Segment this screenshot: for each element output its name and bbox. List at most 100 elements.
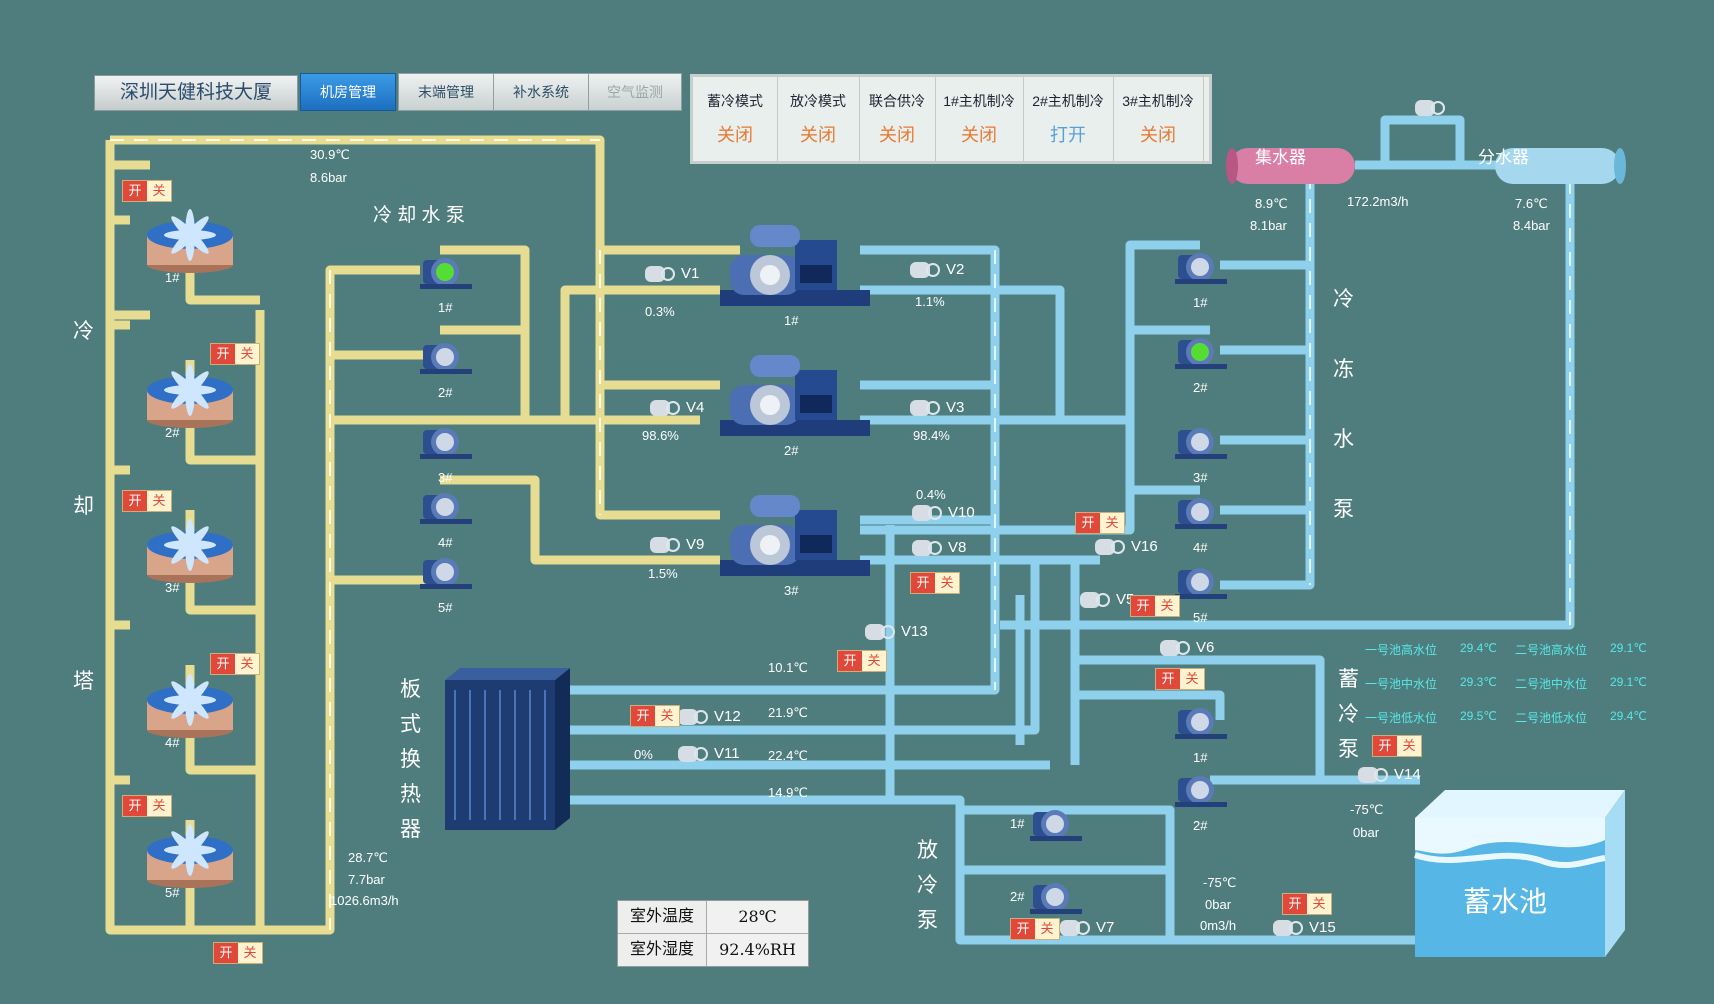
off-button[interactable]: 关 — [152, 798, 166, 813]
valve[interactable] — [645, 266, 675, 282]
tower-switch[interactable]: 开关 — [122, 795, 172, 817]
pump[interactable] — [1175, 253, 1227, 284]
off-button[interactable]: 关 — [152, 183, 166, 198]
off-button[interactable]: 关 — [1402, 738, 1416, 753]
on-button[interactable]: 开 — [911, 573, 935, 593]
off-button[interactable]: 关 — [1105, 515, 1119, 530]
mode-cell[interactable]: 联合供冷关闭 — [859, 77, 936, 161]
valve-switch[interactable]: 开关 — [1010, 918, 1060, 940]
pump[interactable] — [1175, 428, 1227, 459]
valve-switch[interactable]: 开关 — [1155, 668, 1205, 690]
tower-switch[interactable]: 开关 — [122, 180, 172, 202]
on-button[interactable]: 开 — [123, 796, 147, 816]
valve[interactable] — [650, 400, 680, 416]
valve[interactable] — [912, 505, 942, 521]
valve[interactable] — [1273, 920, 1303, 936]
chiller[interactable] — [720, 495, 870, 576]
tower-switch[interactable]: 开关 — [210, 343, 260, 365]
valve[interactable] — [1160, 640, 1190, 656]
v2-opening: 1.1% — [915, 294, 945, 309]
on-button[interactable]: 开 — [631, 706, 655, 726]
valve[interactable] — [1095, 539, 1125, 555]
valve-label: V12 — [714, 708, 741, 725]
pump[interactable] — [1175, 338, 1227, 369]
valve[interactable] — [910, 400, 940, 416]
off-button[interactable]: 关 — [1312, 896, 1326, 911]
pump[interactable] — [1030, 883, 1082, 914]
valve[interactable] — [1080, 592, 1110, 608]
off-button[interactable]: 关 — [240, 346, 254, 361]
valve-switch[interactable]: 开关 — [630, 705, 680, 727]
valve[interactable] — [1415, 100, 1445, 116]
off-button[interactable]: 关 — [1185, 671, 1199, 686]
chiller[interactable] — [720, 225, 870, 306]
valve-switch[interactable]: 开关 — [1130, 595, 1180, 617]
pump[interactable] — [1175, 708, 1227, 739]
cooling-tower[interactable] — [147, 209, 233, 273]
cooling-tower[interactable] — [147, 674, 233, 738]
off-button[interactable]: 关 — [1040, 921, 1054, 936]
on-button[interactable]: 开 — [123, 491, 147, 511]
valve[interactable] — [650, 537, 680, 553]
on-button[interactable]: 开 — [838, 651, 862, 671]
pump[interactable] — [420, 343, 472, 374]
off-button[interactable]: 关 — [867, 653, 881, 668]
valve[interactable] — [912, 540, 942, 556]
valve[interactable] — [1358, 767, 1388, 783]
mode-cell[interactable]: 放冷模式关闭 — [777, 77, 860, 161]
off-button[interactable]: 关 — [240, 656, 254, 671]
pump[interactable] — [420, 428, 472, 459]
off-button[interactable]: 关 — [1160, 598, 1174, 613]
tab-water-supply[interactable]: 补水系统 — [493, 73, 589, 111]
on-button[interactable]: 开 — [1011, 919, 1035, 939]
valve-switch[interactable]: 开关 — [910, 572, 960, 594]
on-button[interactable]: 开 — [1373, 736, 1397, 756]
on-button[interactable]: 开 — [211, 344, 235, 364]
off-button[interactable]: 关 — [243, 945, 257, 960]
on-button[interactable]: 开 — [1156, 669, 1180, 689]
cooling-tower[interactable] — [147, 519, 233, 583]
chiller[interactable] — [720, 355, 870, 436]
valve[interactable] — [910, 262, 940, 278]
pump[interactable] — [1175, 498, 1227, 529]
pump[interactable] — [420, 558, 472, 589]
pump[interactable] — [1175, 568, 1227, 599]
valve-switch[interactable]: 开关 — [1372, 735, 1422, 757]
on-button[interactable]: 开 — [1131, 596, 1155, 616]
off-button[interactable]: 关 — [660, 708, 674, 723]
pump[interactable] — [420, 258, 472, 289]
valve[interactable] — [1060, 920, 1090, 936]
mode-cell[interactable]: 3#主机制冷关闭 — [1113, 77, 1204, 161]
mode-label: 放冷模式 — [790, 93, 846, 109]
cooling-tower[interactable] — [147, 824, 233, 888]
on-button[interactable]: 开 — [1076, 513, 1100, 533]
valve[interactable] — [678, 746, 708, 762]
on-button[interactable]: 开 — [1283, 894, 1307, 914]
tower-switch[interactable]: 开关 — [210, 653, 260, 675]
tower-switch[interactable]: 开关 — [213, 942, 263, 964]
tab-terminal[interactable]: 末端管理 — [398, 73, 494, 111]
pump[interactable] — [1030, 810, 1082, 841]
valve-switch[interactable]: 开关 — [837, 650, 887, 672]
tab-air-monitor[interactable]: 空气监测 — [588, 73, 682, 111]
tab-machine-room[interactable]: 机房管理 — [300, 73, 396, 111]
off-button[interactable]: 关 — [152, 493, 166, 508]
cooling-tower[interactable] — [147, 364, 233, 428]
pump[interactable] — [420, 493, 472, 524]
valve-switch[interactable]: 开关 — [1075, 512, 1125, 534]
mode-cell[interactable]: 蓄冷模式关闭 — [693, 77, 778, 161]
off-button[interactable]: 关 — [940, 575, 954, 590]
on-button[interactable]: 开 — [211, 654, 235, 674]
mode-cell[interactable]: 1#主机制冷关闭 — [935, 77, 1024, 161]
on-button[interactable]: 开 — [123, 181, 147, 201]
valve-switch[interactable]: 开关 — [1282, 893, 1332, 915]
pump[interactable] — [1175, 776, 1227, 807]
pumps — [420, 253, 1227, 914]
on-button[interactable]: 开 — [214, 943, 238, 963]
valve[interactable] — [865, 624, 895, 640]
water-level-reading: 29.5℃ — [1460, 709, 1497, 723]
valve[interactable] — [678, 709, 708, 725]
mode-cell[interactable]: 2#主机制冷打开 — [1023, 77, 1114, 161]
tower-switch[interactable]: 开关 — [122, 490, 172, 512]
water-level-reading: 29.1℃ — [1610, 675, 1647, 689]
